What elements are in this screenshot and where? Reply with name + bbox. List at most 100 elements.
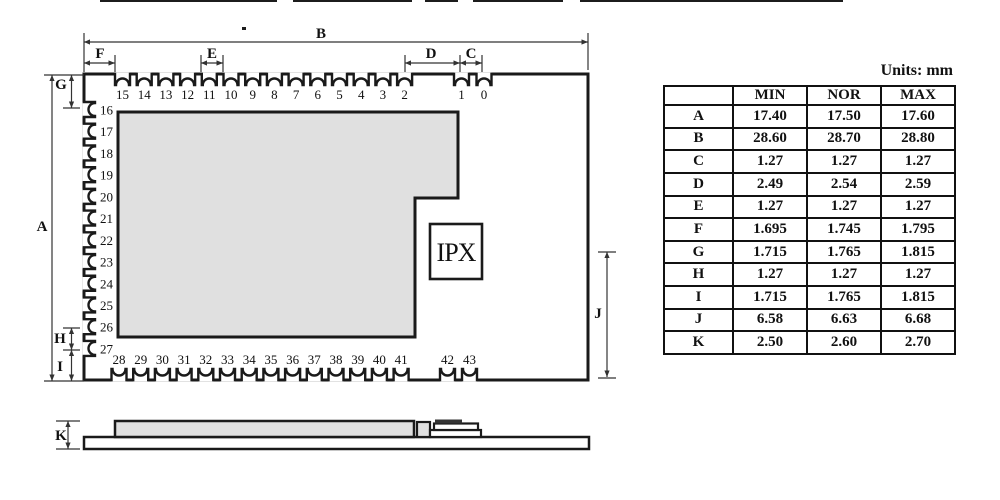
units-label: Units: mm xyxy=(880,62,953,79)
pad-number: 38 xyxy=(330,352,343,367)
ipx-label: IPX xyxy=(437,238,477,267)
row-label: A xyxy=(663,104,734,129)
row-value: 1.795 xyxy=(880,217,956,242)
row-label: K xyxy=(663,330,734,355)
pad-number: 10 xyxy=(225,87,238,102)
castellation-pad xyxy=(82,274,97,292)
pad-number: 29 xyxy=(134,352,147,367)
row-label: G xyxy=(663,239,734,265)
pad-number: 28 xyxy=(113,352,126,367)
dim-label-D: D xyxy=(426,46,437,62)
castellation-pad xyxy=(157,72,175,87)
pad-number: 42 xyxy=(441,352,454,367)
row-value: 2.70 xyxy=(880,330,956,355)
castellation-pad xyxy=(374,72,392,87)
castellation-pad xyxy=(132,367,150,382)
pad-number: 22 xyxy=(100,233,113,248)
pad-number: 41 xyxy=(395,352,408,367)
pad-number: 15 xyxy=(116,87,129,102)
row-value: 2.54 xyxy=(806,171,882,197)
cropped-text-artifact xyxy=(473,0,563,2)
pad-number: 3 xyxy=(380,87,387,102)
castellation-pad xyxy=(309,72,327,87)
castellation-pad xyxy=(244,72,262,87)
row-value: 2.50 xyxy=(732,330,808,355)
castellation-pad xyxy=(349,367,367,382)
row-value: 1.815 xyxy=(880,285,956,310)
castellation-pad xyxy=(82,100,97,119)
castellation-pad xyxy=(370,367,389,382)
row-label: E xyxy=(663,194,734,220)
row-label: B xyxy=(663,126,734,152)
castellation-pad xyxy=(452,72,471,87)
pad-number: 17 xyxy=(100,124,114,139)
cropped-text-artifact xyxy=(100,0,277,2)
castellation-pad xyxy=(82,165,97,184)
shield-area xyxy=(116,110,460,339)
module-side-view xyxy=(56,419,591,451)
castellation-pad xyxy=(330,72,349,87)
dim-label-G: G xyxy=(55,77,67,93)
pad-number: 14 xyxy=(138,87,152,102)
castellation-pad xyxy=(218,367,237,382)
component-side xyxy=(415,420,432,439)
header-nor: NOR xyxy=(806,85,882,106)
row-value: 1.815 xyxy=(880,239,956,265)
dim-label-J: J xyxy=(594,306,602,322)
pad-number: 33 xyxy=(221,352,234,367)
castellation-pad xyxy=(200,72,218,87)
pad-number: 0 xyxy=(481,87,488,102)
row-value: 28.80 xyxy=(880,126,956,152)
ipx-side-top xyxy=(435,419,462,424)
castellation-pad xyxy=(82,339,97,358)
ipx-connector-box xyxy=(428,222,484,281)
pad-number: 20 xyxy=(100,189,113,204)
pad-number: 18 xyxy=(100,146,113,161)
pad-number: 13 xyxy=(159,87,172,102)
pad-number: 35 xyxy=(264,352,277,367)
pad-number: 6 xyxy=(315,87,322,102)
row-value: 1.27 xyxy=(880,149,956,174)
row-value: 6.58 xyxy=(732,307,808,333)
pad-number: 34 xyxy=(243,352,257,367)
pad-number: 24 xyxy=(100,276,114,291)
pad-number: 4 xyxy=(358,87,365,102)
pad-number: 43 xyxy=(463,352,476,367)
row-value: 6.63 xyxy=(806,307,882,333)
castellation-pad xyxy=(287,72,305,87)
row-value: 1.27 xyxy=(806,149,882,174)
pad-number: 39 xyxy=(351,352,364,367)
header-max: MAX xyxy=(880,85,956,106)
pad-number: 37 xyxy=(308,352,322,367)
castellation-pad xyxy=(82,231,97,249)
pad-number: 25 xyxy=(100,298,113,313)
header-blank xyxy=(663,85,734,106)
row-value: 1.715 xyxy=(732,239,808,265)
pad-number: 27 xyxy=(100,341,114,356)
castellation-pad xyxy=(178,72,197,87)
pad-number: 23 xyxy=(100,255,113,270)
castellation-pad xyxy=(222,72,240,87)
row-label: C xyxy=(663,149,734,174)
dim-label-F: F xyxy=(95,46,104,62)
pad-number: 5 xyxy=(336,87,343,102)
cropped-text-artifact xyxy=(580,0,843,2)
pad-number: 8 xyxy=(271,87,278,102)
row-value: 1.765 xyxy=(806,285,882,310)
pad-number: 40 xyxy=(373,352,386,367)
row-value: 2.49 xyxy=(732,171,808,197)
pad-number: 11 xyxy=(203,87,216,102)
pad-number: 21 xyxy=(100,211,113,226)
castellation-pad xyxy=(438,367,457,382)
row-value: 1.765 xyxy=(806,239,882,265)
pad-number: 12 xyxy=(181,87,194,102)
